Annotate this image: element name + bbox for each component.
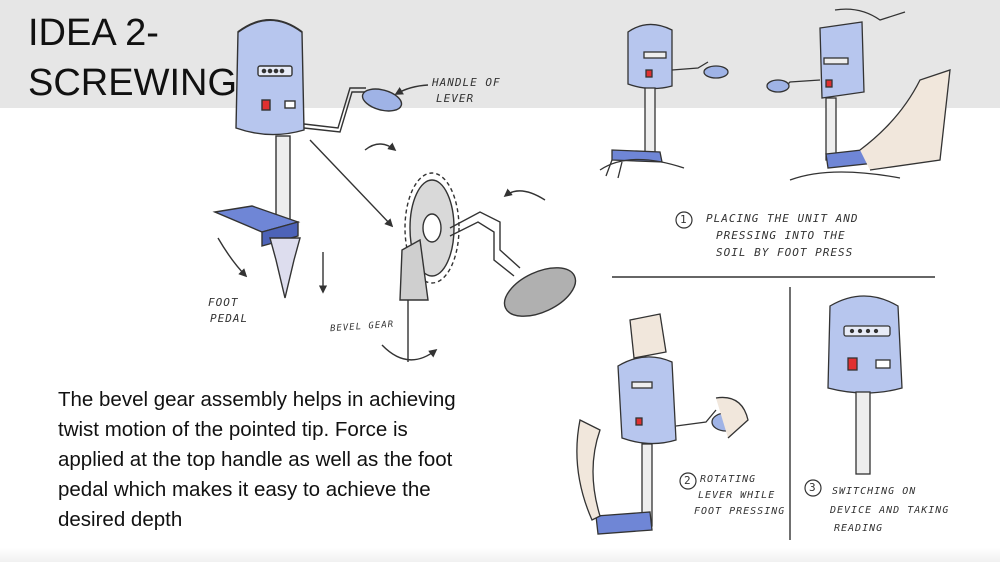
step2-sketch — [576, 313, 749, 535]
step1-text-line-2: PRESSING INTO THE — [716, 229, 846, 242]
step2-number: 2 — [684, 474, 692, 487]
step1-text-line-1: PLACING THE UNIT AND — [706, 212, 859, 225]
step2-text-line-1: ROTATING — [700, 474, 757, 485]
slide-title: IDEA 2- SCREWING — [28, 8, 237, 108]
bottom-edge — [0, 548, 1000, 562]
step2-text-line-3: FOOT PRESSING — [694, 506, 786, 517]
title-line-1: IDEA 2- — [28, 12, 159, 54]
step2-number-circle — [679, 472, 697, 490]
label-foot-line-1: FOOT — [208, 296, 239, 309]
bevel-gear-sketch — [381, 172, 577, 362]
label-foot-line-2: PEDAL — [210, 312, 249, 325]
led-indicator — [261, 99, 271, 111]
step1-sketch — [599, 8, 951, 181]
step1-number: 1 — [680, 213, 688, 226]
step3-sketch — [827, 295, 903, 475]
step3-text-line-3: READING — [834, 523, 884, 534]
step2-text-line-2: LEVER WHILE — [698, 490, 776, 501]
step3-text-line-1: SWITCHING ON — [832, 486, 917, 497]
step1-number-circle — [675, 211, 693, 229]
title-line-2: SCREWING — [28, 62, 237, 104]
step3-text-line-2: DEVICE AND TAKING — [830, 505, 950, 516]
main-device-sketch — [212, 19, 429, 299]
description-text: The bevel gear assembly helps in achievi… — [58, 388, 456, 531]
step3-number: 3 — [809, 481, 817, 494]
step1-text-line-3: SOIL BY FOOT PRESS — [716, 246, 854, 259]
label-handle-line-2: LEVER — [436, 92, 475, 105]
label-handle-line-1: HANDLE OF — [432, 76, 501, 89]
step3-number-circle — [804, 479, 822, 497]
